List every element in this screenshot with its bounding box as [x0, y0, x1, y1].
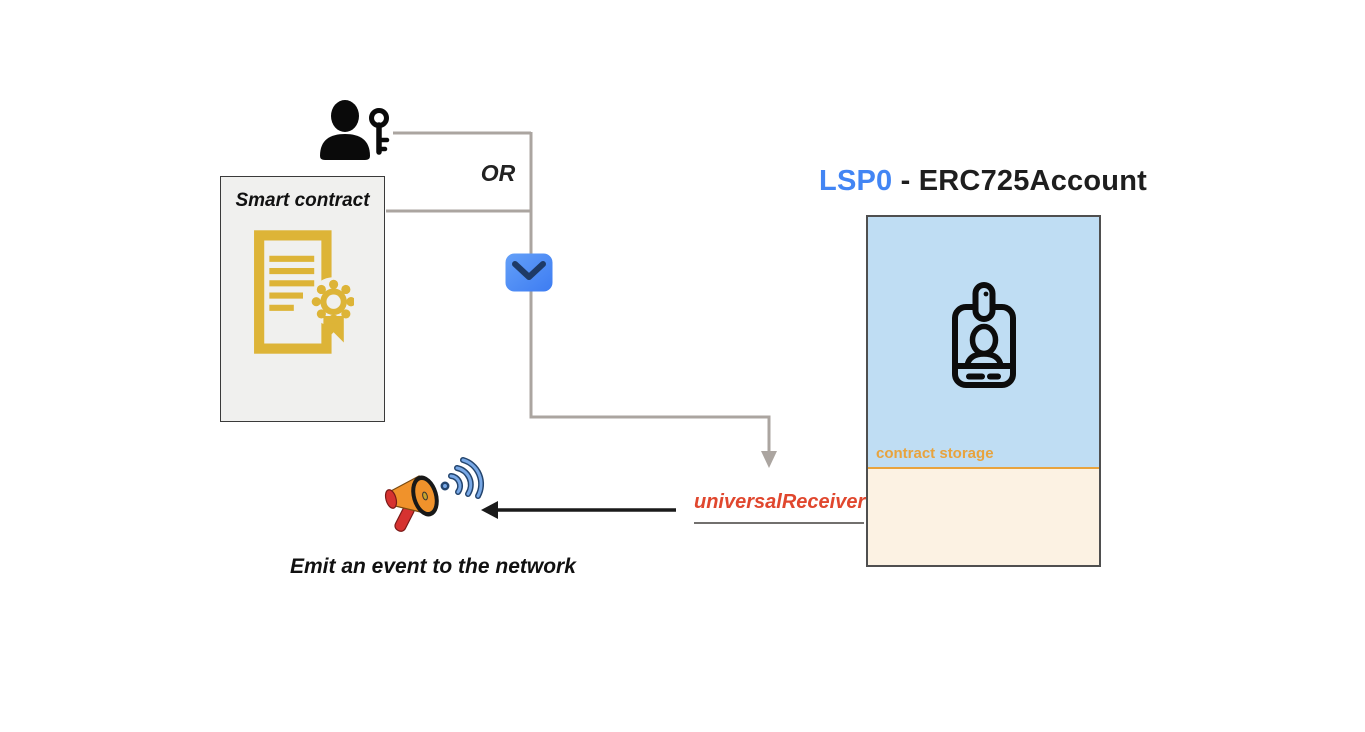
- account-receiver-section: [868, 469, 1099, 565]
- broadcast-node: [381, 452, 486, 549]
- account-title-rest: - ERC725Account: [892, 165, 1147, 197]
- universal-receiver-label: universalReceiver: [694, 491, 866, 513]
- controller-node: [317, 100, 395, 167]
- smart-contract-label: Smart contract: [235, 190, 370, 211]
- contract-storage-label: contract storage: [876, 445, 994, 462]
- message-node: [505, 253, 553, 297]
- or-label: OR: [480, 160, 516, 186]
- emit-event-caption: Emit an event to the network: [290, 555, 576, 578]
- account-title-highlight: LSP0: [819, 165, 893, 197]
- account-node: contract storage: [866, 215, 1101, 567]
- certificate-icon: [253, 230, 354, 354]
- smart-contract-node: Smart contract: [220, 176, 385, 422]
- account-title: LSP0 - ERC725Account: [810, 165, 1156, 198]
- megaphone-icon: [384, 457, 485, 532]
- envelope-icon: [505, 253, 553, 292]
- account-storage-section: contract storage: [868, 217, 1099, 469]
- person-key-icon: [320, 100, 390, 160]
- id-badge-icon: [951, 282, 1016, 388]
